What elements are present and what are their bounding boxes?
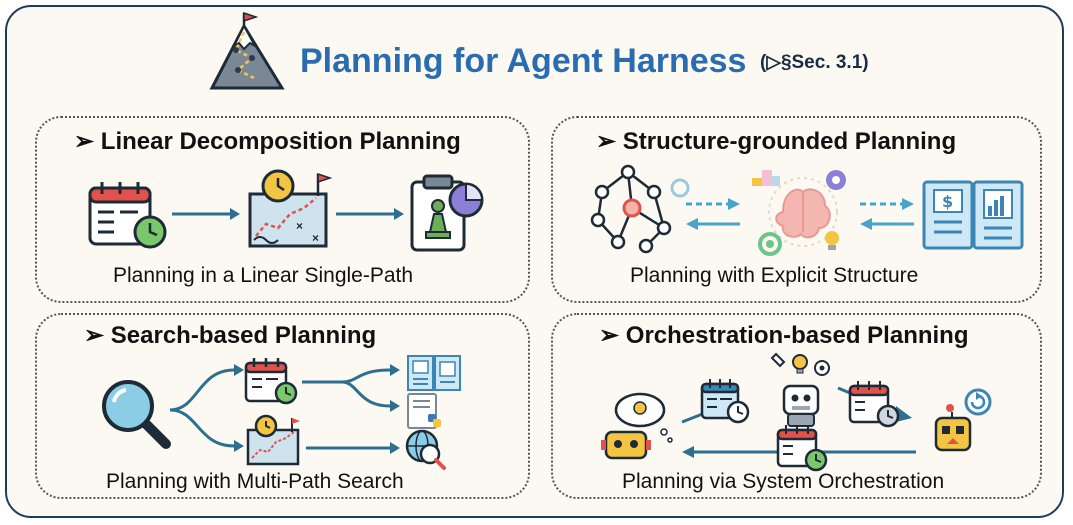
- panel-title-structure: ➢ Structure-grounded Planning: [596, 128, 957, 155]
- tool-robot-icon: [770, 352, 830, 427]
- python-document-icon: [407, 393, 441, 429]
- financial-report-book-icon: $: [922, 180, 1024, 250]
- panel-title-orchestration: ➢ Orchestration-based Planning: [599, 322, 969, 349]
- globe-search-icon: [405, 429, 446, 470]
- panel-caption-linear: Planning in a Linear Single-Path: [113, 264, 414, 287]
- map-route-clock-icon: × ×: [248, 169, 333, 248]
- bidirectional-arrows-right: [860, 198, 914, 230]
- mountain-summit-icon: [209, 11, 285, 90]
- svg-text:×: ×: [296, 219, 303, 233]
- diagram-title: Planning for Agent Harness: [300, 42, 747, 80]
- report-book-small-icon: [407, 355, 461, 391]
- search-arrow-bottom: [306, 442, 400, 454]
- graph-network-icon: [590, 164, 690, 254]
- strategy-clipboard-icon: [410, 174, 484, 252]
- panel-structure-grounded: [551, 116, 1042, 303]
- calendar-clock-orch-icon-2: [848, 381, 900, 428]
- panel-title-search: ➢ Search-based Planning: [84, 322, 377, 349]
- brain-reasoning-icon: [752, 170, 846, 256]
- diagram-frame: [5, 5, 1064, 518]
- calendar-clock-icon: [88, 182, 167, 249]
- panel-search-based: [35, 313, 530, 499]
- panel-caption-structure: Planning with Explicit Structure: [630, 264, 919, 287]
- section-reference: (▷§Sec. 3.1): [760, 52, 869, 73]
- linear-arrow-1: [172, 208, 240, 220]
- dollar-sign: $: [942, 192, 953, 211]
- panel-title-linear: ➢ Linear Decomposition Planning: [74, 128, 461, 155]
- panel-orchestration-based: [551, 313, 1042, 499]
- svg-text:×: ×: [312, 231, 319, 245]
- search-subbranch-arrows: [302, 364, 400, 412]
- search-branch-arrows: [169, 364, 244, 452]
- reset-robot-icon: [934, 388, 992, 452]
- calendar-clock-small-icon: [244, 358, 298, 405]
- calendar-clock-orch-icon-1: [700, 379, 750, 424]
- bidirectional-arrows-left: [686, 198, 740, 230]
- panel-linear-decomposition: [35, 116, 530, 303]
- thinking-robot-icon: [601, 392, 673, 460]
- magnifier-search-icon: [102, 380, 171, 449]
- panel-caption-orchestration: Planning via System Orchestration: [622, 470, 945, 493]
- map-route-small-icon: [246, 414, 300, 466]
- panel-caption-search: Planning with Multi-Path Search: [106, 470, 404, 493]
- linear-arrow-2: [336, 208, 404, 220]
- calendar-clock-orch-icon-3: [776, 425, 828, 472]
